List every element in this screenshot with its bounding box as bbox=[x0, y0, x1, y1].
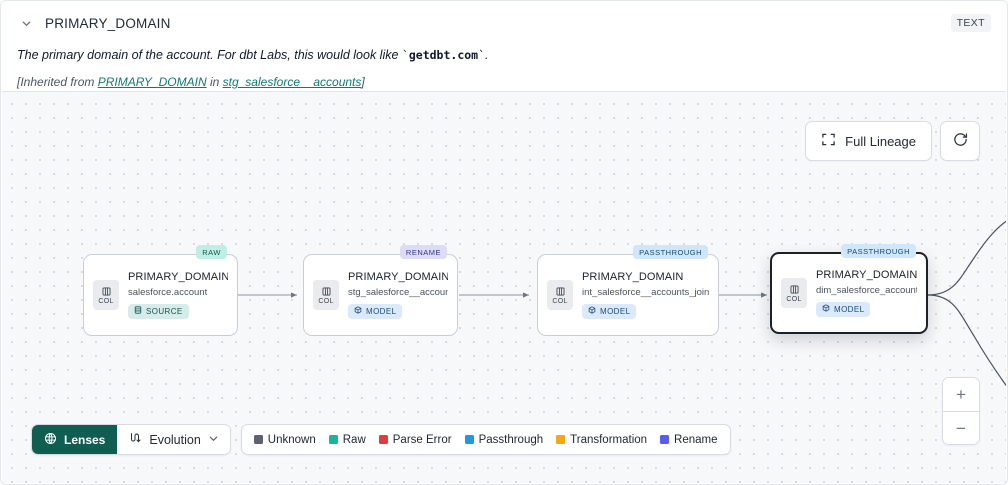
node-body-0: PRIMARY_DOMAIN__C salesforce.account SOU… bbox=[128, 271, 228, 320]
zoom-controls: + − bbox=[942, 377, 980, 445]
lineage-node-2[interactable]: PASSTHROUGH COL PRIMARY_DOMAIN int_sales… bbox=[537, 245, 719, 336]
description-text: The primary domain of the account. For d… bbox=[17, 48, 402, 62]
cube-icon bbox=[588, 306, 596, 316]
expand-corners-icon bbox=[821, 132, 836, 150]
legend-item-rename: Rename bbox=[660, 433, 718, 446]
col-chip-label: COL bbox=[318, 297, 334, 305]
refresh-button[interactable] bbox=[940, 121, 980, 161]
node-tag-3: PASSTHROUGH bbox=[841, 244, 916, 258]
node-badge-label-0: SOURCE bbox=[146, 306, 183, 316]
legend-label-transformation: Transformation bbox=[570, 433, 648, 446]
full-lineage-button[interactable]: Full Lineage bbox=[805, 121, 932, 161]
lenses-button[interactable]: Lenses bbox=[32, 425, 118, 454]
columns-icon: COL bbox=[781, 278, 807, 308]
node-subtitle-0: salesforce.account bbox=[128, 286, 208, 298]
backtick-close: ` bbox=[478, 48, 486, 62]
node-badge-2: MODEL bbox=[582, 303, 637, 319]
col-chip-label: COL bbox=[98, 297, 114, 305]
columns-icon: COL bbox=[313, 280, 339, 310]
legend-item-parse-error: Parse Error bbox=[378, 433, 452, 446]
inherited-model-link[interactable]: stg_salesforce__accounts bbox=[222, 74, 362, 89]
columns-icon: COL bbox=[93, 280, 119, 310]
node-badge-1: MODEL bbox=[348, 303, 403, 319]
col-chip-label: COL bbox=[786, 295, 802, 303]
edge-out-top bbox=[927, 220, 1006, 296]
col-chip-label: COL bbox=[552, 297, 568, 305]
lineage-node-1[interactable]: RENAME COL PRIMARY_DOMAIN stg_salesforce… bbox=[303, 245, 458, 336]
inherited-from-note: [Inherited from PRIMARY_DOMAIN in stg_sa… bbox=[17, 75, 991, 89]
node-subtitle-3: dim_salesforce_accounts bbox=[816, 284, 917, 296]
database-icon bbox=[134, 306, 142, 316]
legend-swatch-passthrough bbox=[464, 435, 474, 444]
evolution-dropdown[interactable]: Evolution bbox=[117, 425, 230, 454]
inherited-column-link[interactable]: PRIMARY_DOMAIN bbox=[97, 74, 207, 89]
backtick-open: ` bbox=[401, 48, 409, 62]
legend-label-unknown: Unknown bbox=[267, 433, 316, 446]
evolution-label: Evolution bbox=[149, 432, 201, 447]
legend-label-passthrough: Passthrough bbox=[478, 433, 544, 446]
legend-label-raw: Raw bbox=[342, 433, 366, 446]
node-badge-3: MODEL bbox=[816, 301, 871, 317]
columns-icon: COL bbox=[547, 280, 573, 310]
node-badge-0: SOURCE bbox=[128, 303, 189, 319]
lineage-node-3[interactable]: PASSTHROUGH COL PRIMARY_DOMAIN dim_sales… bbox=[770, 244, 928, 334]
legend-item-transformation: Transformation bbox=[556, 434, 647, 446]
chevron-down-icon bbox=[208, 433, 219, 447]
node-tag-1: RENAME bbox=[399, 245, 447, 259]
full-lineage-label: Full Lineage bbox=[845, 133, 916, 149]
type-badge: TEXT bbox=[950, 14, 991, 32]
node-tag-2: PASSTHROUGH bbox=[633, 245, 708, 259]
edge-out-bottom bbox=[927, 294, 1006, 387]
node-title-2: PRIMARY_DOMAIN bbox=[582, 270, 684, 283]
legend-swatch-transformation bbox=[556, 435, 566, 444]
node-title-3: PRIMARY_DOMAIN bbox=[816, 268, 917, 281]
canvas-toolbar: Full Lineage bbox=[805, 121, 980, 161]
refresh-icon bbox=[952, 131, 969, 151]
lens-icon bbox=[44, 432, 57, 448]
node-body-1: PRIMARY_DOMAIN stg_salesforce__accounts … bbox=[348, 271, 448, 320]
node-badge-label-1: MODEL bbox=[366, 306, 397, 316]
legend-swatch-unknown bbox=[253, 435, 263, 444]
node-title-0: PRIMARY_DOMAIN__C bbox=[128, 270, 228, 283]
zoom-in-button[interactable]: + bbox=[943, 378, 979, 411]
legend-item-unknown: Unknown bbox=[253, 433, 316, 446]
legend-label-rename: Rename bbox=[674, 433, 718, 446]
cube-icon bbox=[354, 306, 362, 316]
node-badge-label-3: MODEL bbox=[834, 304, 865, 314]
node-tag-0: RAW bbox=[196, 245, 227, 259]
lenses-control-group: Lenses Evolution bbox=[31, 424, 231, 455]
legend-swatch-raw bbox=[328, 435, 338, 444]
legend-label-parse-error: Parse Error bbox=[392, 433, 452, 446]
node-title-1: PRIMARY_DOMAIN bbox=[348, 270, 448, 283]
chevron-down-icon[interactable] bbox=[17, 14, 35, 32]
description-code: getdbt.com bbox=[408, 48, 479, 62]
node-subtitle-2: int_salesforce__accounts_joined bbox=[582, 286, 709, 298]
legend-item-passthrough: Passthrough bbox=[464, 433, 544, 446]
lenses-label: Lenses bbox=[64, 432, 106, 447]
node-body-3: PRIMARY_DOMAIN dim_salesforce_accounts M… bbox=[816, 269, 917, 318]
canvas-bottom-bar: Lenses Evolution bbox=[31, 424, 731, 455]
evolution-flow-icon bbox=[128, 431, 142, 448]
page-title: PRIMARY_DOMAIN bbox=[45, 15, 171, 31]
column-description: The primary domain of the account. For d… bbox=[17, 47, 991, 65]
node-body-2: PRIMARY_DOMAIN int_salesforce__accounts_… bbox=[582, 271, 709, 320]
inherited-prefix: [Inherited from bbox=[17, 74, 98, 89]
lineage-legend: Unknown Raw Parse Error Passthrough Tran… bbox=[240, 424, 731, 455]
lineage-canvas[interactable]: Full Lineage + − RAW bbox=[2, 91, 1006, 483]
inherited-middle: in bbox=[206, 74, 223, 89]
node-badge-label-2: MODEL bbox=[600, 306, 631, 316]
header-top-row: PRIMARY_DOMAIN TEXT bbox=[17, 11, 991, 35]
legend-swatch-parse-error bbox=[378, 435, 388, 444]
cube-icon bbox=[822, 304, 830, 314]
zoom-out-button[interactable]: − bbox=[943, 411, 979, 444]
legend-swatch-rename bbox=[660, 435, 670, 444]
description-suffix: . bbox=[485, 48, 489, 62]
lineage-node-0[interactable]: RAW COL PRIMARY_DOMAIN__C salesforce.acc… bbox=[83, 245, 238, 336]
inherited-suffix: ] bbox=[361, 74, 365, 89]
node-subtitle-1: stg_salesforce__accounts bbox=[348, 286, 448, 298]
panel-header: PRIMARY_DOMAIN TEXT The primary domain o… bbox=[1, 1, 1007, 91]
legend-item-raw: Raw bbox=[328, 433, 366, 446]
